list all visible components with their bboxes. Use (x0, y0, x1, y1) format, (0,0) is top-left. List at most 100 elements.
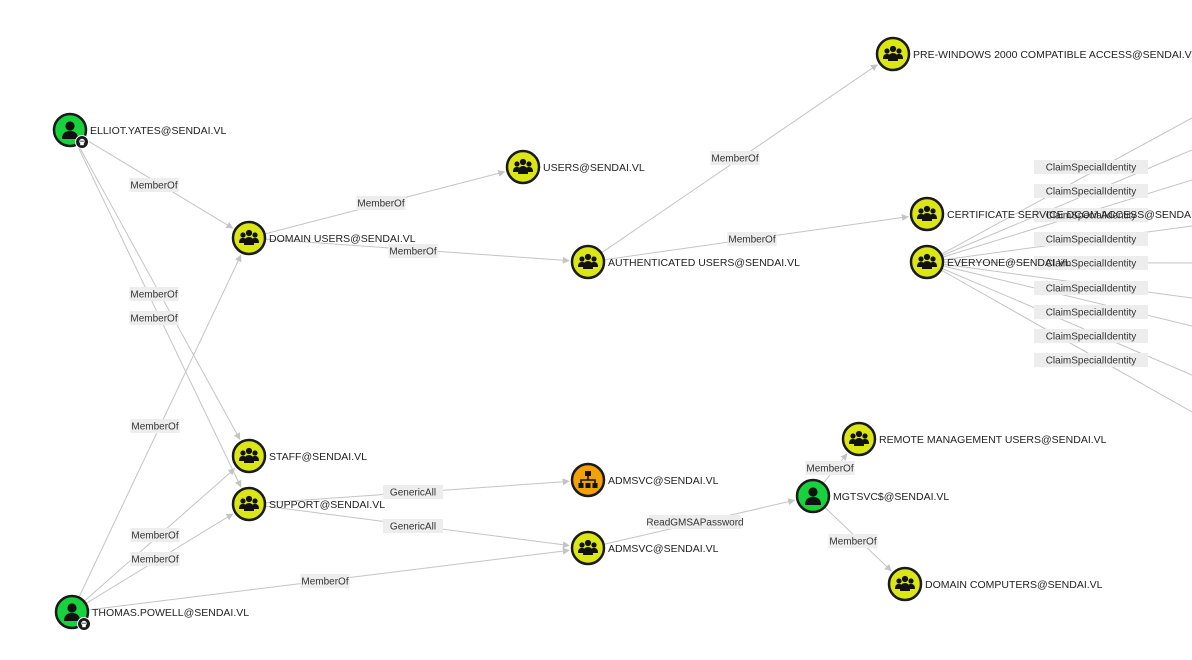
edge-label-20: ClaimSpecialIdentity (1034, 281, 1148, 295)
edge-everyone-offscreen-17[interactable] (942, 149, 1192, 256)
edge-label-text: MemberOf (131, 531, 178, 542)
node-mgtsvc[interactable]: MGTSVC$@SENDAI.VL (795, 478, 949, 514)
edge-label-11: GenericAll (383, 485, 443, 499)
node-support[interactable]: SUPPORT@SENDAI.VL (231, 486, 385, 522)
edge-label-text: ClaimSpecialIdentity (1046, 284, 1137, 295)
node-thomas[interactable]: THOMAS.POWELL@SENDAI.VL (54, 594, 249, 631)
edge-label-background (1034, 208, 1148, 222)
node-label: MGTSVC$@SENDAI.VL (833, 491, 949, 503)
node-authusers[interactable]: AUTHENTICATED USERS@SENDAI.VL (570, 244, 800, 280)
group-icon (917, 205, 937, 221)
nodes-layer: ELLIOT.YATES@SENDAI.VL THOMAS.POWELL@SEND… (52, 36, 1192, 631)
edge-label-background (129, 287, 179, 301)
group-icon (895, 575, 915, 591)
edge-label-background (130, 419, 180, 433)
edge-label-text: ClaimSpecialIdentity (1046, 211, 1137, 222)
edge-label-text: ClaimSpecialIdentity (1046, 308, 1137, 319)
edge-label-background (356, 196, 406, 210)
edge-label-5: MemberOf (130, 552, 180, 566)
node-domcomputers[interactable]: DOMAIN COMPUTERS@SENDAI.VL (887, 566, 1103, 602)
node-label: PRE-WINDOWS 2000 COMPATIBLE ACCESS@SENDA… (913, 49, 1192, 61)
node-label: STAFF@SENDAI.VL (269, 451, 367, 463)
edge-label-13: ReadGMSAPassword (646, 515, 744, 529)
group-icon (513, 158, 533, 174)
edge-everyone-offscreen-23[interactable] (942, 268, 1192, 376)
edge-label-text: ClaimSpecialIdentity (1046, 332, 1137, 343)
node-admsvc_grp[interactable]: ADMSVC@SENDAI.VL (570, 530, 719, 566)
edge-label-4: MemberOf (130, 528, 180, 542)
node-domainusers[interactable]: DOMAIN USERS@SENDAI.VL (231, 220, 416, 256)
edge-label-text: MemberOf (131, 422, 178, 433)
node-certdcom[interactable]: CERTIFICATE SERVICE DCOM ACCESS@SENDAI.V… (909, 196, 1192, 232)
node-label: CERTIFICATE SERVICE DCOM ACCESS@SENDAI.V… (947, 209, 1192, 221)
node-prewin[interactable]: PRE-WINDOWS 2000 COMPATIBLE ACCESS@SENDA… (875, 36, 1192, 72)
edge-everyone-offscreen-22[interactable] (943, 265, 1192, 327)
edge-label-17: ClaimSpecialIdentity (1034, 184, 1148, 198)
edge-label-text: GenericAll (390, 522, 436, 533)
edge-label-text: ClaimSpecialIdentity (1046, 259, 1137, 270)
user-icon (64, 603, 80, 621)
node-label: THOMAS.POWELL@SENDAI.VL (92, 607, 249, 619)
edge-label-background (1034, 353, 1148, 367)
group-icon (578, 539, 598, 555)
edge-label-text: MemberOf (130, 290, 177, 301)
edge-label-3: MemberOf (130, 419, 180, 433)
group-icon (578, 253, 598, 269)
edge-label-9: MemberOf (710, 151, 760, 165)
edge-label-background (383, 519, 443, 533)
edge-label-6: MemberOf (300, 574, 350, 588)
edge-label-text: MemberOf (728, 235, 775, 246)
group-icon (917, 253, 937, 269)
group-icon (239, 229, 259, 245)
group-icon (883, 45, 903, 61)
owned-icon (75, 135, 89, 149)
edge-label-text: MemberOf (389, 247, 436, 258)
edge-label-text: MemberOf (301, 577, 348, 588)
edge-label-2: MemberOf (129, 311, 179, 325)
node-label: DOMAIN USERS@SENDAI.VL (269, 233, 416, 245)
edge-label-7: MemberOf (356, 196, 406, 210)
edge-label-23: ClaimSpecialIdentity (1034, 353, 1148, 367)
node-admsvc_ou[interactable]: ADMSVC@SENDAI.VL (570, 462, 719, 498)
node-label: SUPPORT@SENDAI.VL (269, 499, 385, 511)
edge-label-text: MemberOf (806, 464, 853, 475)
edge-label-background (648, 515, 742, 529)
edge-label-background (300, 574, 350, 588)
edge-label-background (129, 178, 179, 192)
edge-label-background (1034, 329, 1148, 343)
owned-icon (77, 617, 91, 631)
edge-label-background (1034, 160, 1148, 174)
edges-layer (76, 64, 1192, 611)
edge-label-12: GenericAll (383, 519, 443, 533)
edge-label-0: MemberOf (129, 178, 179, 192)
edge-label-10: MemberOf (727, 232, 777, 246)
node-everyone[interactable]: EVERYONE@SENDAI.VL (909, 244, 1071, 280)
node-label: EVERYONE@SENDAI.VL (947, 257, 1071, 269)
edge-label-8: MemberOf (388, 244, 438, 258)
edge-label-text: MemberOf (711, 154, 758, 165)
user-icon (62, 121, 78, 139)
node-label: ELLIOT.YATES@SENDAI.VL (90, 125, 226, 137)
edge-label-24: ClaimSpecialIdentity (1034, 208, 1148, 222)
edge-label-text: MemberOf (357, 199, 404, 210)
edge-label-background (1034, 305, 1148, 319)
group-icon (849, 430, 869, 446)
node-label: REMOTE MANAGEMENT USERS@SENDAI.VL (879, 434, 1107, 446)
edge-label-background (129, 311, 179, 325)
edge-label-background (1034, 232, 1148, 246)
edge-label-18: ClaimSpecialIdentity (1034, 232, 1148, 246)
org-unit-icon (578, 471, 598, 488)
edge-label-background (130, 552, 180, 566)
edge-label-text: ClaimSpecialIdentity (1046, 163, 1137, 174)
node-remotemgmt[interactable]: REMOTE MANAGEMENT USERS@SENDAI.VL (841, 421, 1107, 457)
node-users[interactable]: USERS@SENDAI.VL (505, 149, 645, 185)
edge-label-22: ClaimSpecialIdentity (1034, 329, 1148, 343)
node-staff[interactable]: STAFF@SENDAI.VL (231, 438, 367, 474)
edge-label-text: ClaimSpecialIdentity (1046, 356, 1137, 367)
edge-label-background (1034, 184, 1148, 198)
group-icon (239, 495, 259, 511)
node-label: USERS@SENDAI.VL (543, 162, 645, 174)
node-label: ADMSVC@SENDAI.VL (608, 475, 719, 487)
node-elliot[interactable]: ELLIOT.YATES@SENDAI.VL (52, 112, 226, 149)
